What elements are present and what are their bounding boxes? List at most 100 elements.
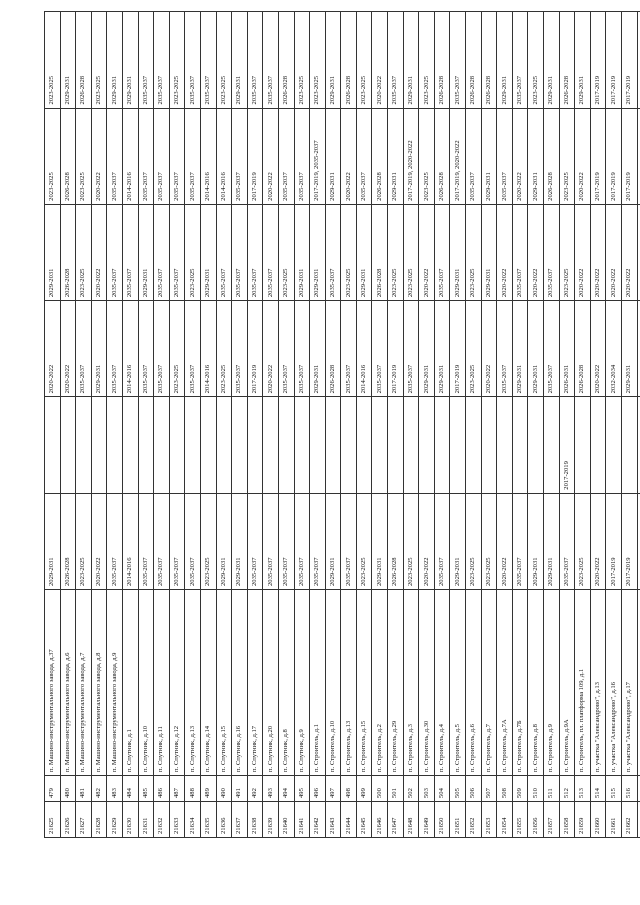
period-cell-4: 2035-2037 (122, 204, 139, 301)
period-cell-2: 2017-2019 (559, 396, 575, 494)
period-cell-5: 2035-2037 (294, 108, 310, 205)
period-cell-3: 2035-2037 (278, 300, 294, 397)
row-number-cell: 479 (44, 775, 61, 802)
address-cell: п. Строитель, д.9А (559, 589, 575, 776)
period-cell-6: 2023-2025 (309, 11, 326, 109)
period-cell-3: 2014-2016 (356, 300, 372, 397)
period-cell-4: 2035-2037 (216, 204, 232, 301)
address-cell: п. участка "Александрово", д.17 (621, 589, 638, 776)
address-cell: п. Строитель, д.2 (371, 589, 388, 776)
period-cell-2 (122, 396, 139, 494)
period-cell-5: 2020-2022 (512, 108, 528, 205)
period-cell-5: 2014-2016 (216, 108, 232, 205)
period-cell-2 (387, 396, 404, 494)
record-id-cell: 21627 (75, 801, 92, 838)
period-cell-6: 2023-2025 (418, 11, 435, 109)
period-cell-3: 2035-2037 (75, 300, 92, 397)
period-cell-4: 2029-2031 (309, 204, 326, 301)
record-id-cell: 21633 (169, 801, 185, 838)
period-cell-1: 2026-2028 (60, 493, 76, 590)
period-cell-4: 2023-2025 (75, 204, 92, 301)
record-id-cell: 21649 (418, 801, 435, 838)
period-cell-5: 2020-2022 (574, 108, 591, 205)
address-cell: п. Строитель, д.10 (325, 589, 341, 776)
period-cell-6: 2023-2025 (44, 11, 61, 109)
period-cell-2 (60, 396, 76, 494)
period-cell-3: 2035-2037 (294, 300, 310, 397)
period-cell-2 (403, 396, 419, 494)
row-number-cell: 496 (309, 775, 326, 802)
period-cell-2 (216, 396, 232, 494)
row-number-cell: 505 (449, 775, 466, 802)
record-id-cell: 21653 (481, 801, 497, 838)
period-cell-2 (169, 396, 185, 494)
row-number-cell: 483 (106, 775, 123, 802)
record-id-cell: 21661 (605, 801, 622, 838)
address-cell: п. Машино-инструментального завода, д.9 (106, 589, 123, 776)
period-cell-1: 2014-2016 (122, 493, 139, 590)
period-cell-3: 2020-2022 (60, 300, 76, 397)
record-id-cell: 21646 (371, 801, 388, 838)
address-cell: п. Строитель, д.9 (543, 589, 560, 776)
row-number-cell: 498 (340, 775, 357, 802)
period-cell-3: 2014-2016 (200, 300, 217, 397)
row-number-cell: 502 (403, 775, 419, 802)
period-cell-1: 2029-2031 (231, 493, 248, 590)
period-cell-1: 2035-2037 (184, 493, 201, 590)
period-cell-3: 2017-2019 (449, 300, 466, 397)
period-cell-4: 2029-2031 (200, 204, 217, 301)
period-cell-2 (91, 396, 107, 494)
period-cell-3: 2032-2034 (605, 300, 622, 397)
period-cell-5: 2035-2037 (496, 108, 513, 205)
period-cell-4: 2035-2037 (231, 204, 248, 301)
period-cell-6: 2029-2031 (574, 11, 591, 109)
period-cell-3: 2029-2031 (527, 300, 544, 397)
period-cell-1: 2035-2037 (340, 493, 357, 590)
row-number-cell: 504 (434, 775, 450, 802)
period-cell-1: 2023-2025 (200, 493, 217, 590)
period-cell-1: 2035-2037 (278, 493, 294, 590)
record-id-cell: 21659 (574, 801, 591, 838)
period-cell-1: 2035-2037 (559, 493, 575, 590)
period-cell-1: 2035-2037 (247, 493, 263, 590)
period-cell-6: 2029-2031 (106, 11, 123, 109)
period-cell-3: 2026-2028 (574, 300, 591, 397)
period-cell-5: 2023-2025 (75, 108, 92, 205)
period-cell-5: 2035-2037 (138, 108, 154, 205)
period-cell-4: 2035-2037 (169, 204, 185, 301)
row-number-cell: 509 (512, 775, 528, 802)
address-cell: п. Строитель, д.7Б (512, 589, 528, 776)
period-cell-3: 2029-2031 (91, 300, 107, 397)
period-cell-3: 2035-2037 (138, 300, 154, 397)
address-cell: п. Строитель, д.29 (387, 589, 404, 776)
period-cell-2 (574, 396, 591, 494)
address-cell: п. участка "Александрово", д.16 (605, 589, 622, 776)
period-cell-6: 2035-2037 (387, 11, 404, 109)
record-id-cell: 21642 (309, 801, 326, 838)
record-id-cell: 21641 (294, 801, 310, 838)
period-cell-4: 2035-2037 (434, 204, 450, 301)
row-number-cell: 482 (91, 775, 107, 802)
period-cell-6: 2023-2025 (216, 11, 232, 109)
period-cell-3: 2023-2025 (169, 300, 185, 397)
record-id-cell: 21662 (621, 801, 638, 838)
period-cell-1: 2029-2031 (216, 493, 232, 590)
row-number-cell: 489 (200, 775, 217, 802)
address-cell: п. Машино-инструментального завода, д.8 (91, 589, 107, 776)
period-cell-2 (262, 396, 279, 494)
record-id-cell: 21636 (216, 801, 232, 838)
record-id-cell: 21650 (434, 801, 450, 838)
record-id-cell: 21634 (184, 801, 201, 838)
period-cell-5: 2014-2016 (122, 108, 139, 205)
address-cell: п. Спутник, д.10 (138, 589, 154, 776)
